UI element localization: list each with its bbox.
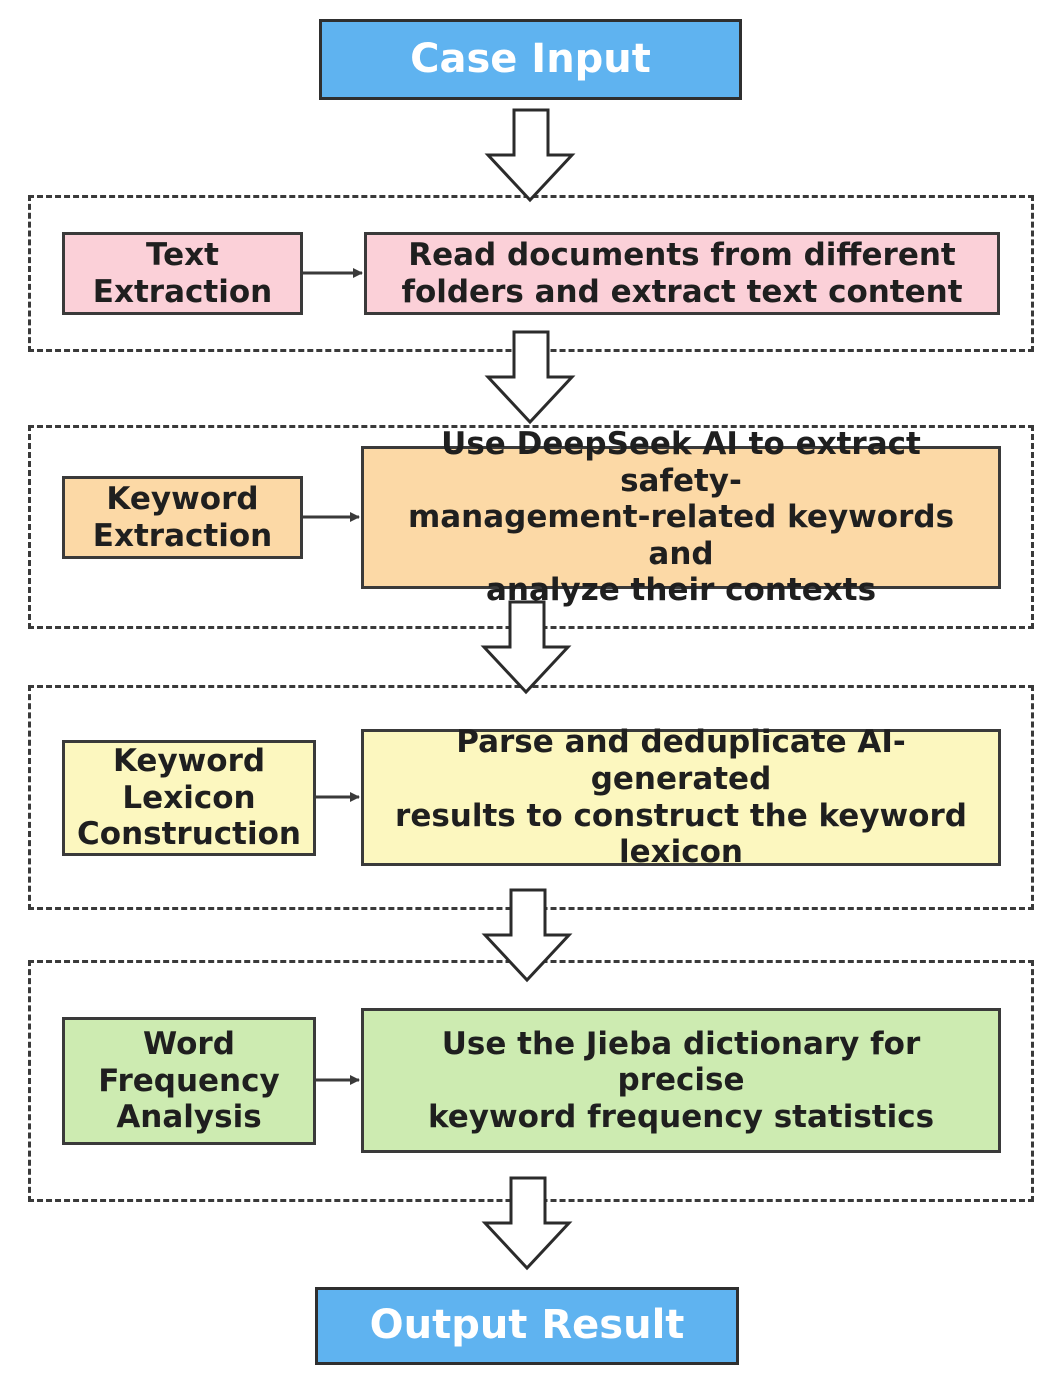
word-frequency-description-box: Use the Jieba dictionary for precise key…	[361, 1008, 1001, 1153]
keyword-extraction-description: Use DeepSeek AI to extract safety- manag…	[407, 426, 955, 609]
keyword-extraction-box: Keyword Extraction	[62, 476, 303, 559]
word-frequency-label: Word Frequency Analysis	[98, 1026, 280, 1136]
keyword-lexicon-label: Keyword Lexicon Construction	[77, 743, 301, 853]
text-extraction-description-box: Read documents from different folders an…	[364, 232, 1000, 315]
keyword-lexicon-description-box: Parse and deduplicate AI-generated resul…	[361, 724, 1001, 870]
keyword-lexicon-description: Parse and deduplicate AI-generated resul…	[395, 724, 967, 871]
word-frequency-description: Use the Jieba dictionary for precise key…	[427, 1025, 935, 1135]
keyword-extraction-description-box: Use DeepSeek AI to extract safety- manag…	[361, 426, 1001, 608]
output-result-label: Output Result	[369, 1302, 685, 1349]
output-result-box: Output Result	[315, 1287, 739, 1365]
case-input-label: Case Input	[410, 35, 651, 82]
word-frequency-box: Word Frequency Analysis	[62, 1017, 316, 1145]
text-extraction-description: Read documents from different folders an…	[401, 236, 963, 310]
text-extraction-label: Text Extraction	[92, 236, 273, 310]
keyword-extraction-label: Keyword Extraction	[92, 480, 273, 554]
text-extraction-box: Text Extraction	[62, 232, 303, 315]
down-arrow-icon	[484, 108, 576, 203]
keyword-lexicon-box: Keyword Lexicon Construction	[62, 740, 316, 856]
case-input-box: Case Input	[319, 19, 742, 100]
